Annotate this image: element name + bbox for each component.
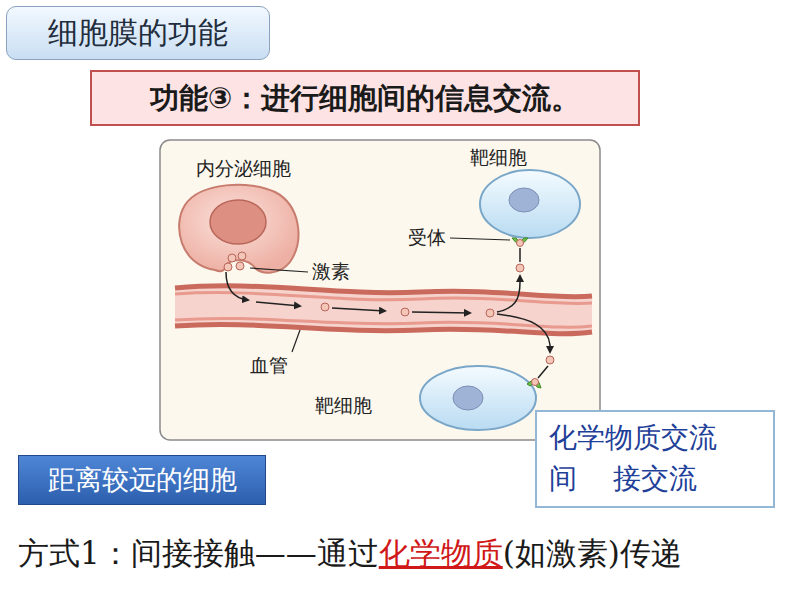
cell-label: 靶细胞 [470,146,527,169]
hormone-flow [226,248,554,378]
statement-text: 方式1：间接接触——通过 [18,533,379,575]
illustration-panel [160,140,600,440]
distance-box: 距离较远的细胞 [18,455,266,505]
part-label: 激素 [312,260,350,283]
endocrine-cell [179,185,298,273]
leader-line [250,238,510,352]
exchange-box: 化学物质交流间 接交流 [535,410,775,508]
part-label: 血管 [250,354,288,377]
statement-text: (如激素)传递 [503,533,682,575]
box-text: 细胞膜的功能 [48,11,228,55]
function-box: 功能③：进行细胞间的信息交流。 [90,70,640,126]
box-text: 间 接交流 [549,459,697,500]
box-text: 距离较远的细胞 [48,460,237,499]
title-box: 细胞膜的功能 [6,6,270,60]
part-label: 受体 [408,226,446,249]
bottom-statement: 方式1：间接接触——通过化学物质(如激素)传递 [18,533,682,575]
target-cell [420,366,541,430]
cell-label: 内分泌细胞 [196,157,291,180]
cell-label: 靶细胞 [315,394,372,417]
box-text: 化学物质交流 [549,418,717,459]
blood-vessel [175,286,592,334]
target-cell [480,170,580,247]
highlight-text: 化学物质 [379,533,503,575]
box-text: 功能③：进行细胞间的信息交流。 [150,77,581,119]
